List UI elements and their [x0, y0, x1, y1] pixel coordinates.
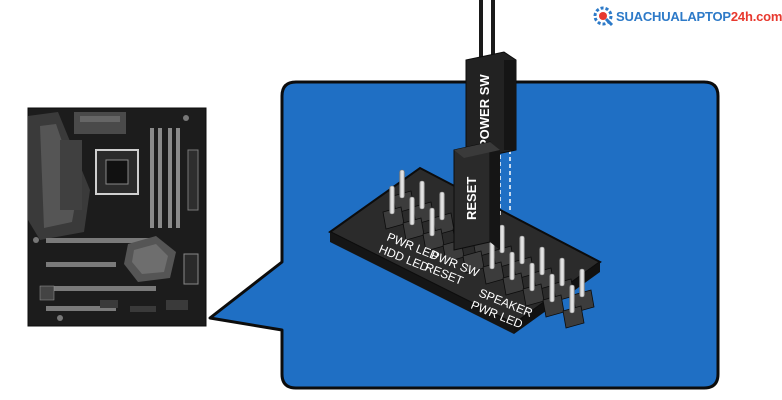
header-pin	[549, 273, 555, 303]
header-pin	[499, 224, 505, 254]
ram-slots	[150, 128, 180, 228]
motherboard	[27, 107, 207, 327]
header-pin	[509, 251, 515, 281]
pcie-slots	[46, 238, 156, 311]
power-sw-label: POWER SW	[477, 74, 492, 148]
reset-label: RESET	[464, 177, 479, 220]
header-pin	[559, 257, 565, 287]
pin-block	[562, 305, 585, 329]
header-pins	[389, 169, 585, 314]
header-pin	[489, 240, 495, 270]
header-pin	[399, 169, 405, 199]
vrm-heatsink-left	[60, 140, 82, 210]
diagram-svg: POWER SW RESET PWR LED PWR SW HDD LED RE…	[27, 0, 720, 390]
header-pin	[419, 180, 425, 210]
diagram-stage: POWER SW RESET PWR LED PWR SW HDD LED RE…	[27, 0, 782, 390]
brand-name-accent: 24h.com	[730, 9, 782, 24]
atx-power-connector	[187, 149, 199, 211]
vrm-heatsink-top	[74, 112, 126, 134]
header-pin	[539, 246, 545, 276]
header-pin	[429, 207, 435, 237]
header-pin	[529, 262, 535, 292]
header-pin	[519, 235, 525, 265]
power-sw-connector: POWER SW	[465, 0, 517, 159]
header-pin	[389, 185, 395, 215]
wrench-gear-icon	[593, 6, 614, 27]
header-pin	[579, 268, 585, 298]
brand-name-main: SUACHUALAPTOP	[616, 9, 731, 24]
header-pin	[409, 196, 415, 226]
brand-logo: SUACHUALAPTOP24h.com	[616, 9, 782, 24]
reset-connector: RESET	[453, 141, 500, 251]
header-pin	[569, 284, 575, 314]
header-pin	[439, 191, 445, 221]
